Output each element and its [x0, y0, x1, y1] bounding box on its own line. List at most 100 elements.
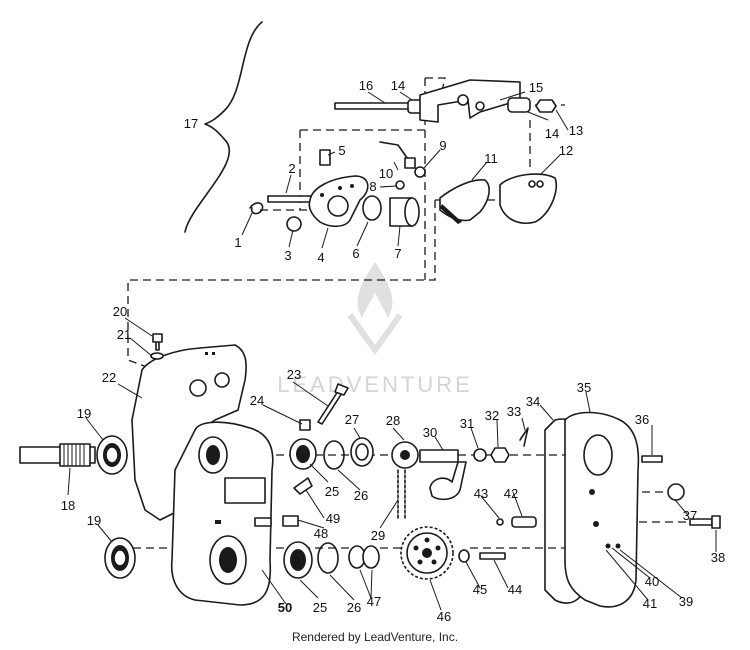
- part-2-pin: [267, 195, 313, 203]
- part-30-shaft: [419, 449, 459, 463]
- callout-4: 4: [317, 250, 324, 265]
- part-3-screw: [286, 216, 302, 232]
- callout-35: 35: [577, 380, 591, 395]
- callout-11: 11: [484, 151, 498, 166]
- part-10-lever: [379, 141, 411, 163]
- callout-42: 42: [504, 486, 518, 501]
- callout-44: 44: [508, 582, 522, 597]
- callout-15: 15: [529, 80, 543, 95]
- part-32-nut: [490, 447, 510, 463]
- callout-7: 7: [394, 246, 401, 261]
- part-9-pin: [414, 166, 426, 178]
- part-44-bolt: [479, 552, 506, 560]
- part-24-nut: [299, 419, 311, 431]
- part-26-ring-lower: [317, 542, 339, 574]
- part-1-clip: [249, 202, 264, 215]
- callout-23: 23: [287, 367, 301, 382]
- callout-29: 29: [371, 528, 385, 543]
- callout-25-lower: 25: [313, 600, 327, 615]
- part-25-bearing-lower: [283, 541, 313, 579]
- callout-40: 40: [645, 574, 659, 589]
- part-50-housing-front: [170, 421, 274, 606]
- callout-19-lower: 19: [87, 513, 101, 528]
- part-16-rod: [334, 102, 413, 110]
- callout-33: 33: [507, 404, 521, 419]
- leadventure-flame-logo: [357, 262, 393, 318]
- callout-26-upper: 26: [354, 488, 368, 503]
- callouts: 1 2 3 4 5 6 7 8 9 10 11 12 13 14 14 15 1…: [61, 78, 725, 624]
- callout-12: 12: [559, 143, 573, 158]
- callout-26-lower: 26: [347, 600, 361, 615]
- part-6-ring: [362, 195, 382, 221]
- callout-13: 13: [569, 123, 583, 138]
- part-48-plug: [282, 515, 299, 527]
- callout-48: 48: [314, 526, 328, 541]
- part-20-screw: [152, 333, 163, 351]
- part-15-bracket: [419, 79, 521, 123]
- part-idler-arm: [429, 461, 467, 501]
- callout-3: 3: [284, 248, 291, 263]
- callout-31: 31: [460, 416, 474, 431]
- callout-22: 22: [102, 370, 116, 385]
- callout-5: 5: [338, 143, 345, 158]
- part-36-screw: [641, 455, 663, 463]
- callout-20: 20: [113, 304, 127, 319]
- callout-14-top: 14: [391, 78, 405, 93]
- callout-2: 2: [288, 161, 295, 176]
- callout-36: 36: [635, 412, 649, 427]
- part-46-sprocket: [400, 526, 454, 580]
- callout-50: 50: [278, 600, 292, 615]
- part-19-bearing-upper: [96, 435, 128, 475]
- callout-46: 46: [437, 609, 451, 624]
- part-5-bolt: [319, 149, 331, 166]
- part-35-chain-cover: [564, 411, 640, 608]
- callout-27: 27: [345, 412, 359, 427]
- part-26-ring-upper: [323, 440, 345, 470]
- assembly-brace: [184, 21, 263, 233]
- part-42-sleeve: [511, 516, 537, 528]
- part-28-sprocket: [391, 441, 419, 469]
- part-29-chain: [397, 469, 406, 521]
- callout-25-upper: 25: [325, 484, 339, 499]
- callout-47: 47: [367, 594, 381, 609]
- part-25-bearing-upper: [289, 438, 317, 470]
- leader-lines: [67, 91, 717, 611]
- callout-8: 8: [369, 179, 376, 194]
- part-49-fitting: [293, 477, 313, 495]
- callout-14-right: 14: [545, 126, 559, 141]
- callout-30: 30: [423, 425, 437, 440]
- callout-21: 21: [117, 327, 131, 342]
- callout-34: 34: [526, 394, 540, 409]
- callout-6: 6: [352, 246, 359, 261]
- callout-43: 43: [474, 486, 488, 501]
- callout-18: 18: [61, 498, 75, 513]
- callout-37: 37: [683, 508, 697, 523]
- callout-16: 16: [359, 78, 373, 93]
- part-45-washer: [458, 549, 470, 563]
- callout-49: 49: [326, 511, 340, 526]
- part-37-plug: [667, 483, 685, 501]
- callout-38: 38: [711, 550, 725, 565]
- callout-32: 32: [485, 408, 499, 423]
- part-47-spacer-b: [362, 545, 380, 569]
- callout-19-upper: 19: [77, 406, 91, 421]
- upper-assembly: [127, 21, 565, 371]
- part-19-bearing-lower: [104, 537, 136, 579]
- callout-41: 41: [643, 596, 657, 611]
- part-33-cotter-pin: [519, 427, 529, 447]
- callout-28: 28: [386, 413, 400, 428]
- callout-10: 10: [379, 166, 393, 181]
- part-12-cover: [499, 173, 557, 224]
- part-31-washer: [473, 448, 487, 462]
- callout-24: 24: [250, 393, 264, 408]
- footer-credit: Rendered by LeadVenture, Inc.: [291, 630, 459, 644]
- part-21-washer: [150, 352, 164, 360]
- part-43-ball: [496, 518, 504, 526]
- lower-assembly: [19, 333, 721, 608]
- callout-45: 45: [473, 582, 487, 597]
- callout-17: 17: [184, 116, 198, 131]
- part-27-seal: [350, 437, 374, 467]
- callout-1: 1: [234, 235, 241, 250]
- callout-9: 9: [439, 138, 446, 153]
